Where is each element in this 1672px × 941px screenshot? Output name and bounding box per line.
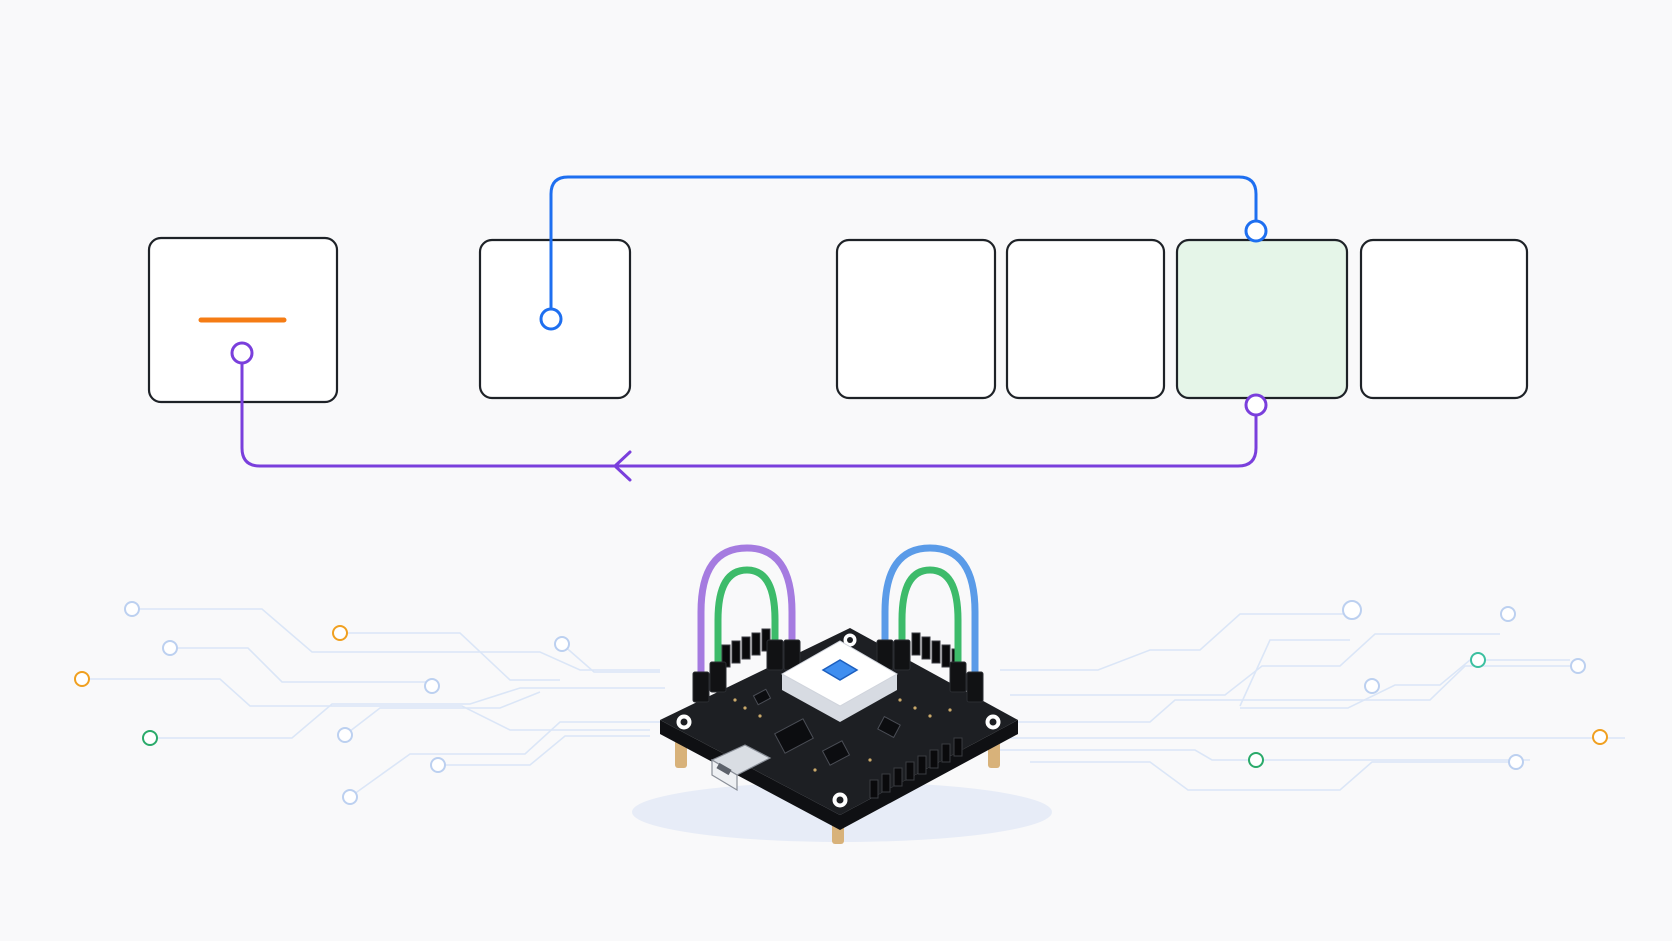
jumper-wire-purple — [697, 544, 796, 686]
arrowhead-left-icon — [613, 450, 632, 482]
circuit-pads-right — [1248, 600, 1608, 770]
board-top — [660, 628, 1018, 815]
pad — [1508, 754, 1524, 770]
processor-chip-icon — [780, 640, 899, 722]
smd-components — [752, 688, 901, 766]
ic-chip — [752, 688, 772, 706]
jumper-wire-blue-outer — [881, 544, 979, 686]
trace — [438, 735, 650, 766]
trace — [150, 687, 665, 739]
return-link-start-port — [1244, 393, 1268, 417]
forward-link-path — [549, 175, 1258, 319]
trace — [340, 632, 560, 681]
trace — [561, 643, 660, 673]
return-link-path — [240, 353, 1258, 468]
pad — [332, 625, 348, 641]
forward-link-start-port — [539, 307, 563, 331]
ic-chip — [877, 715, 901, 739]
microcontroller-board-icon — [632, 544, 1052, 844]
trace — [170, 647, 432, 683]
trace — [349, 721, 660, 798]
circuit-traces-right — [1000, 613, 1625, 791]
circuit-traces-left — [90, 608, 665, 798]
pad — [1592, 729, 1608, 745]
box-3 — [835, 238, 997, 400]
box-4 — [1005, 238, 1166, 400]
pad — [554, 636, 570, 652]
header-pins-front-right — [869, 737, 963, 799]
jumper-wire-green-right — [898, 566, 962, 676]
forward-link-end-port — [1244, 219, 1268, 243]
standoff — [675, 740, 687, 768]
jumper-wire-green — [714, 566, 779, 676]
trace — [1240, 659, 1570, 709]
pad — [430, 757, 446, 773]
circuit-pads-left — [74, 601, 570, 805]
board-dots — [733, 698, 952, 772]
pad — [124, 601, 140, 617]
pad — [337, 727, 353, 743]
trace — [1239, 639, 1350, 707]
chip-core — [821, 659, 859, 681]
ic-chip — [821, 740, 851, 766]
pad — [1570, 658, 1586, 674]
pad — [1364, 678, 1380, 694]
trace — [1010, 633, 1500, 696]
return-link-end-port — [230, 341, 254, 365]
trace — [344, 691, 541, 736]
chip-side — [782, 674, 897, 722]
usb-connector-icon — [710, 744, 772, 792]
trace — [1000, 749, 1530, 761]
pad — [342, 789, 358, 805]
pad — [1470, 652, 1486, 668]
pad — [162, 640, 178, 656]
pad — [142, 730, 158, 746]
pad — [74, 671, 90, 687]
ic-chip — [774, 718, 814, 754]
header-pins-left — [721, 628, 771, 668]
diagram-boxes — [147, 236, 1529, 404]
trace — [1000, 613, 1345, 671]
pad — [424, 678, 440, 694]
usb-slot — [716, 762, 732, 776]
pad — [1500, 606, 1516, 622]
box-6 — [1359, 238, 1529, 400]
trace — [132, 608, 660, 671]
trace — [1000, 665, 1575, 723]
trace — [1030, 761, 1510, 791]
jumper-wires — [697, 544, 979, 686]
box-5 — [1175, 238, 1349, 400]
pad — [1342, 600, 1362, 620]
pad — [1248, 752, 1264, 768]
trace — [90, 678, 650, 731]
